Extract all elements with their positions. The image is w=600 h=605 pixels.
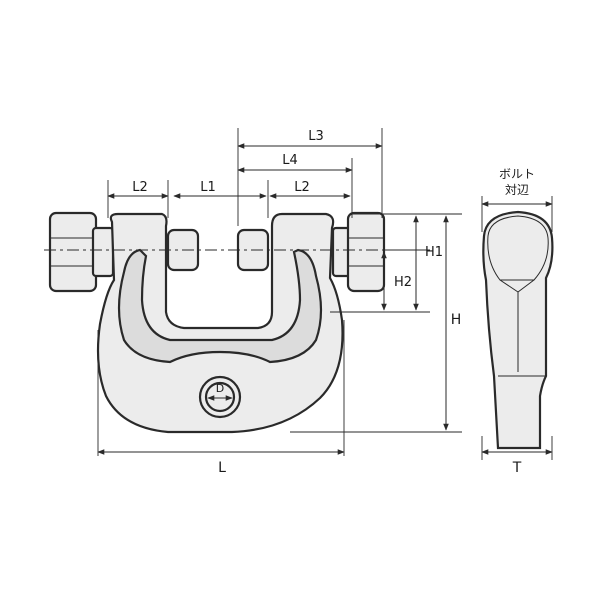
- label-h1: H1: [425, 245, 443, 260]
- left-hex-nut: [48, 211, 115, 293]
- label-bolt-line2: 対辺: [505, 183, 529, 197]
- clamp-front-view: [44, 211, 390, 434]
- label-h2: H2: [394, 275, 412, 290]
- label-t: T: [512, 460, 522, 476]
- label-l2-left: L2: [132, 180, 148, 195]
- clamp-side-view: [482, 210, 554, 450]
- label-l: L: [218, 460, 226, 476]
- right-hex-nut: [331, 211, 386, 293]
- label-l3: L3: [308, 129, 324, 144]
- label-l1: L1: [200, 180, 216, 195]
- label-l2-right: L2: [294, 180, 310, 195]
- label-l4: L4: [282, 153, 298, 168]
- clamp-body: [96, 212, 344, 434]
- label-bolt-line1: ボルト: [499, 167, 535, 181]
- label-h: H: [451, 312, 462, 328]
- label-d: D: [216, 382, 224, 395]
